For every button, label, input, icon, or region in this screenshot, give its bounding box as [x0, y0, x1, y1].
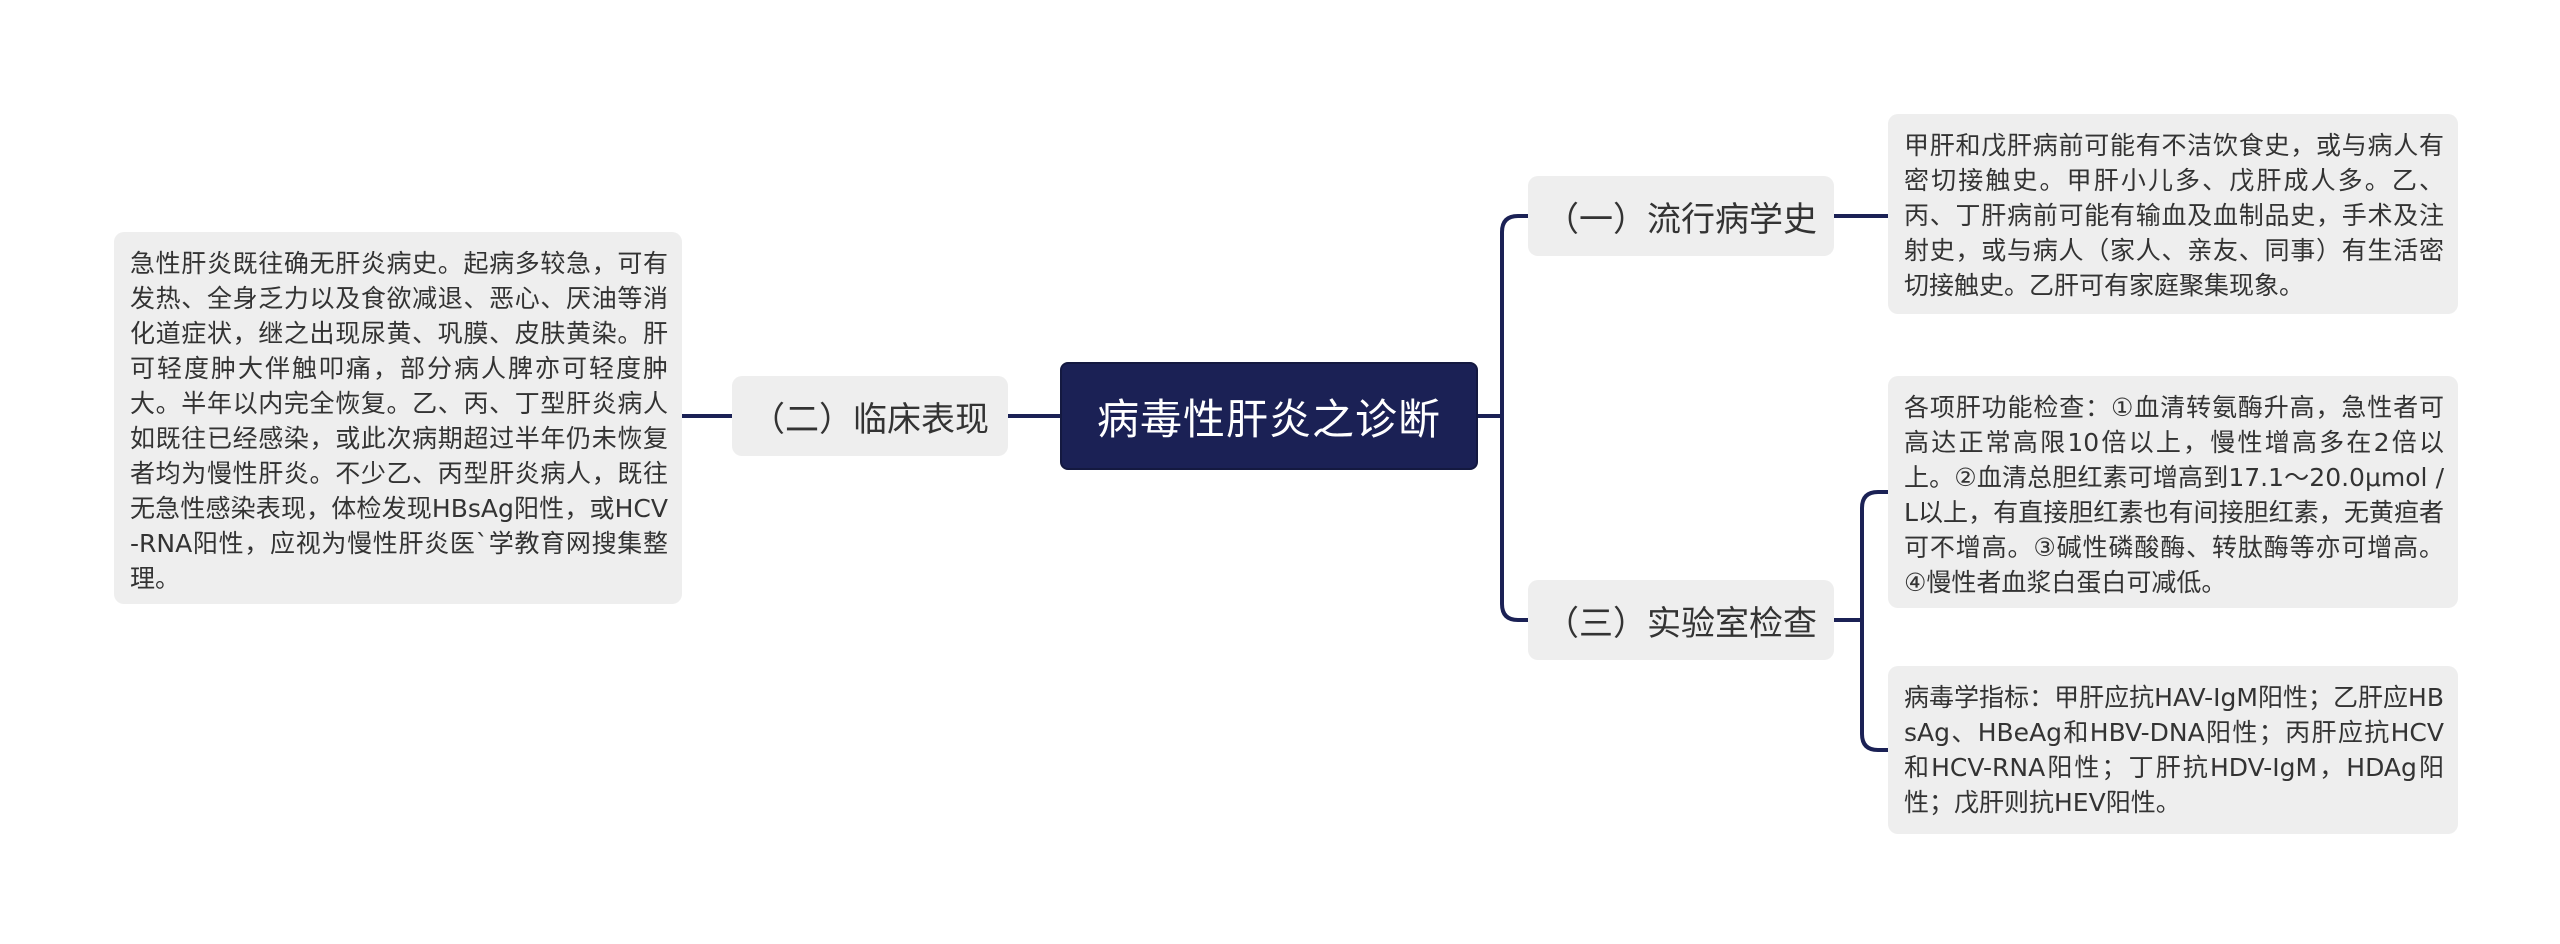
- detail-epidemiology-history[interactable]: 甲肝和戊肝病前可能有不洁饮食史，或与病人有密切接触史。甲肝小儿多、戊肝成人多。乙…: [1888, 114, 2458, 314]
- connector-root-lab: [1500, 414, 1530, 622]
- connector-lab-virology: [1860, 618, 1890, 752]
- root-topic[interactable]: 病毒性肝炎之诊断: [1060, 362, 1478, 470]
- detail-virology-markers[interactable]: 病毒学指标：甲肝应抗HAV-IgM阳性；乙肝应HBsAg、HBeAg和HBV-D…: [1888, 666, 2458, 834]
- detail-liver-function-tests[interactable]: 各项肝功能检查：①血清转氨酶升高，急性者可高达正常高限10倍以上，慢性增高多在2…: [1888, 376, 2458, 608]
- branch-clinical-manifestations[interactable]: （二）临床表现: [732, 376, 1008, 456]
- connector-root-epidemiology: [1500, 214, 1530, 418]
- detail-clinical-manifestations[interactable]: 急性肝炎既往确无肝炎病史。起病多较急，可有发热、全身乏力以及食欲减退、恶心、厌油…: [114, 232, 682, 604]
- branch-laboratory-tests[interactable]: （三）实验室检查: [1528, 580, 1834, 660]
- branch-epidemiology-history[interactable]: （一）流行病学史: [1528, 176, 1834, 256]
- connector-lab-liver: [1860, 490, 1890, 622]
